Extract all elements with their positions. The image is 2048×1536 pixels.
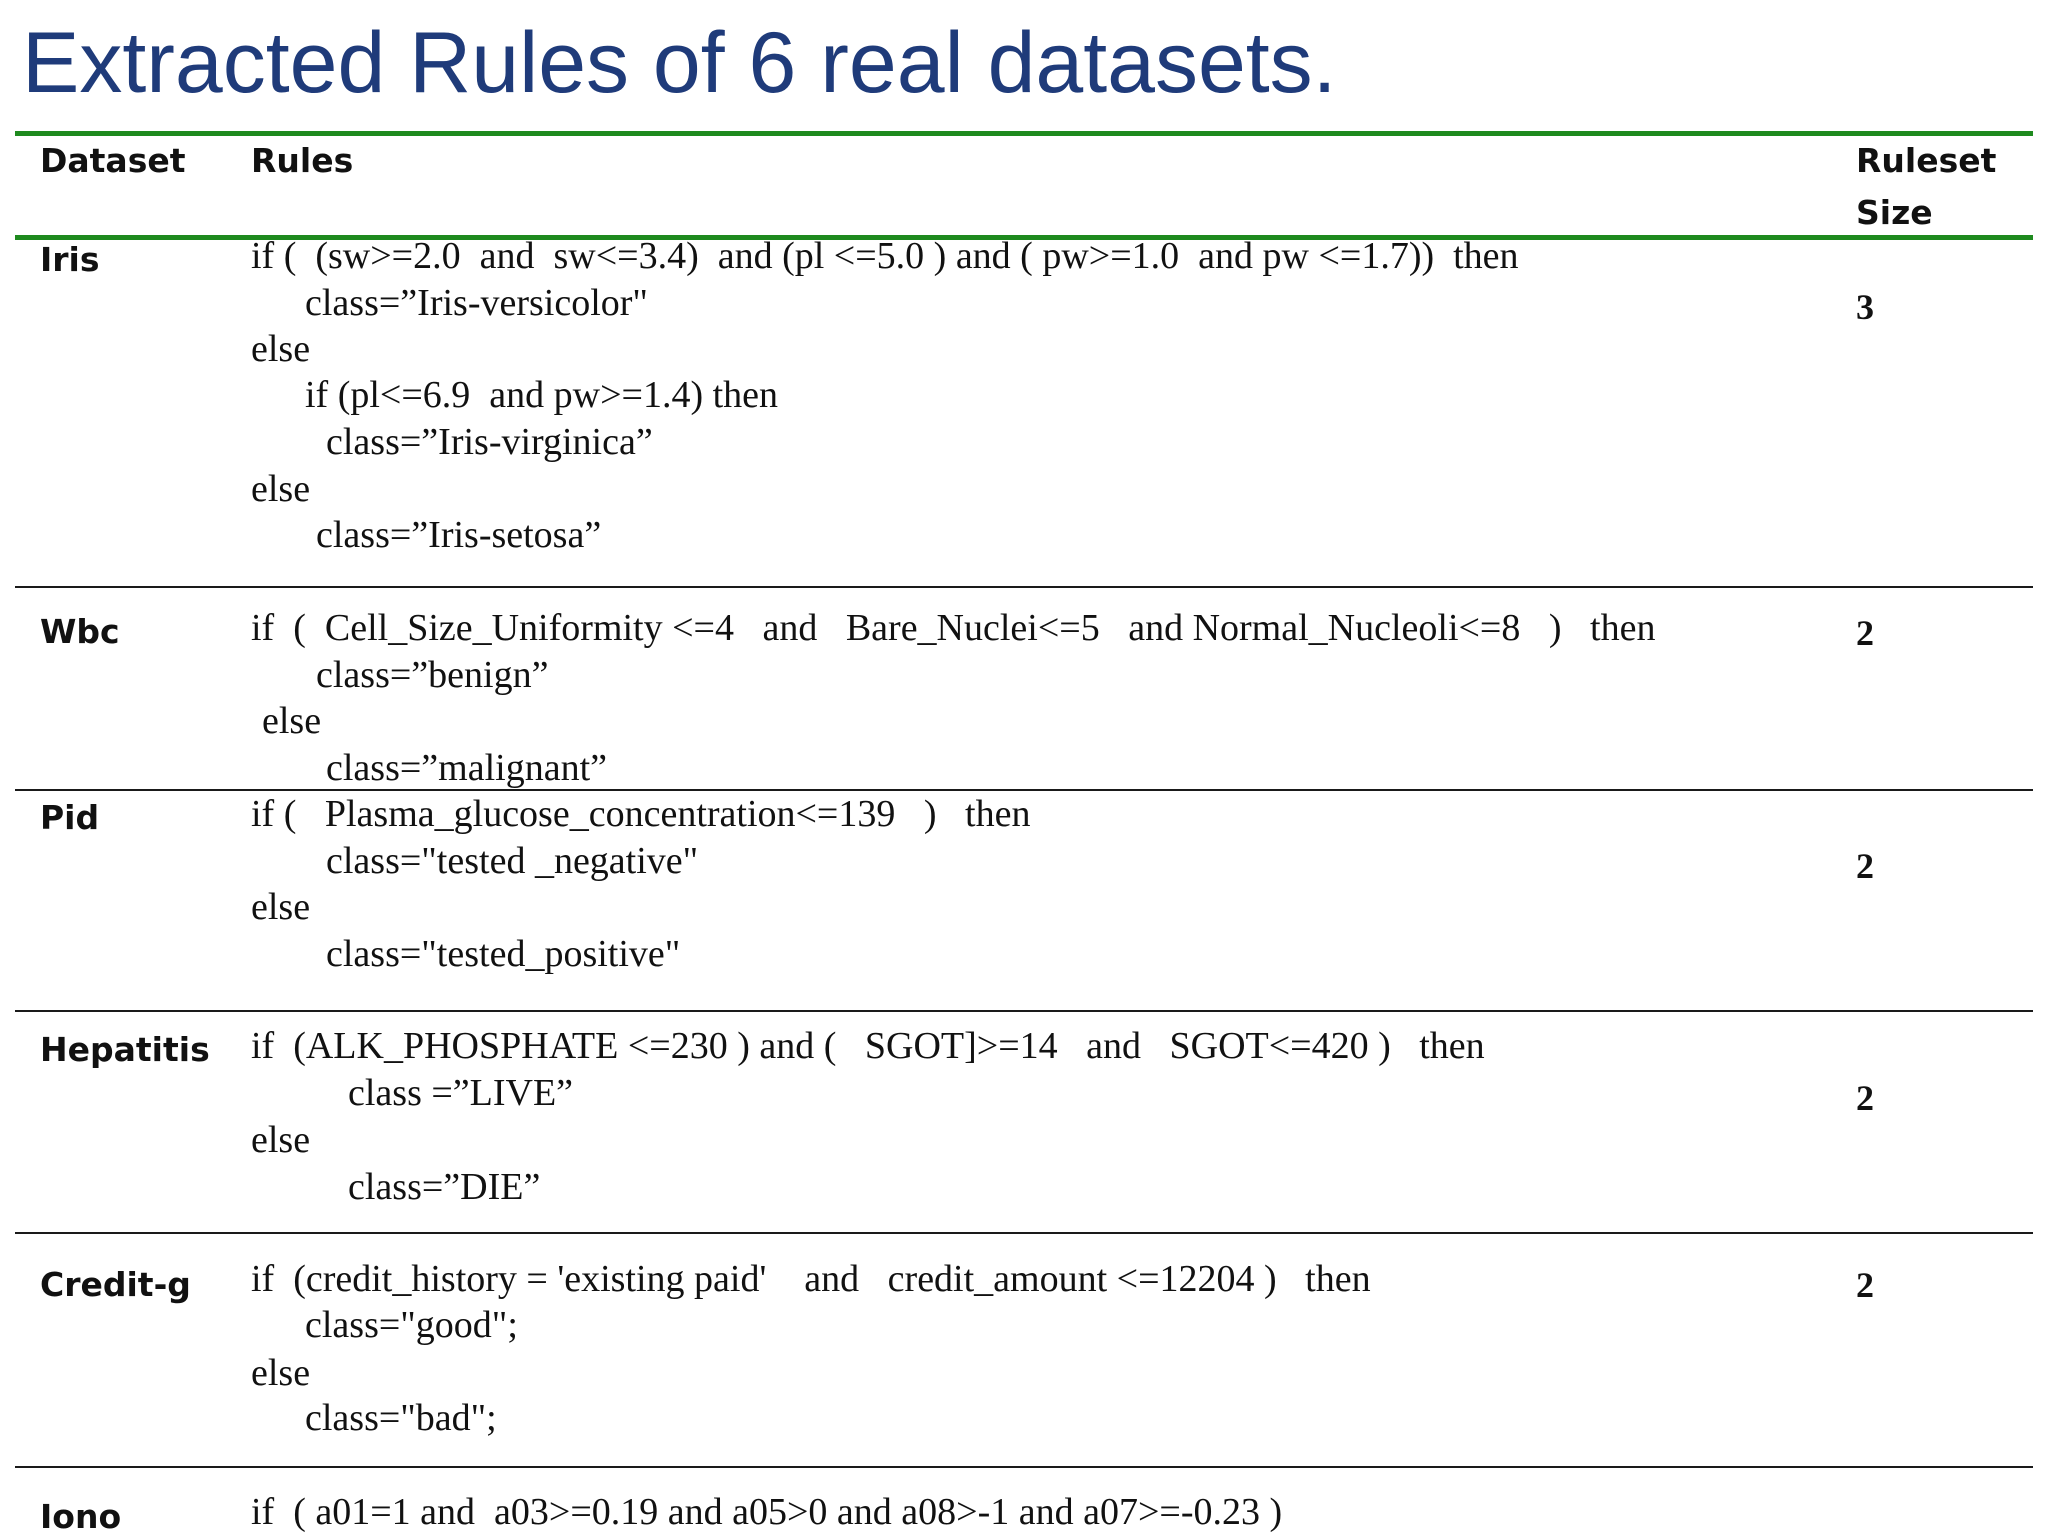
rule-line: if ( (sw>=2.0 and sw<=3.4) and (pl <=5.0…	[251, 235, 1519, 277]
rule-line: class=”benign”	[316, 654, 549, 696]
slide-title: Extracted Rules of 6 real datasets.	[22, 15, 1337, 111]
rule-line: class="good";	[305, 1304, 518, 1346]
rule-line: class="tested _negative"	[326, 840, 699, 882]
rule-line: else	[262, 700, 322, 742]
dataset-name-hepatitis: Hepatitis	[40, 1030, 210, 1069]
rule-line: class=”Iris-versicolor"	[305, 282, 648, 324]
header-ruleset-size-line2: Size	[1856, 193, 1933, 232]
rule-line: else	[251, 1119, 311, 1161]
row-divider	[15, 586, 2033, 588]
ruleset-size-pid: 2	[1856, 846, 1874, 886]
row-divider	[15, 1466, 2033, 1468]
rule-line: else	[251, 328, 311, 370]
header-dataset: Dataset	[40, 141, 186, 180]
dataset-name-pid: Pid	[40, 798, 100, 837]
row-divider	[15, 789, 2033, 791]
row-divider	[15, 1232, 2033, 1234]
rule-line: else	[251, 886, 311, 928]
ruleset-size-credit-g: 2	[1856, 1265, 1874, 1305]
rule-line: if (credit_history = 'existing paid' and…	[251, 1258, 1371, 1300]
dataset-name-wbc: Wbc	[40, 612, 120, 651]
ruleset-size-wbc: 2	[1856, 613, 1874, 653]
rule-line: if (pl<=6.9 and pw>=1.4) then	[305, 374, 779, 416]
rule-line: if (ALK_PHOSPHATE <=230 ) and ( SGOT]>=1…	[251, 1025, 1485, 1067]
rule-line: else	[251, 468, 311, 510]
ruleset-size-hepatitis: 2	[1856, 1078, 1874, 1118]
rule-line: class="bad";	[305, 1397, 497, 1439]
dataset-name-credit-g: Credit-g	[40, 1265, 191, 1304]
dataset-name-iris: Iris	[40, 240, 100, 279]
rule-line: class=”Iris-setosa”	[316, 514, 602, 556]
header-rules: Rules	[251, 141, 354, 180]
header-ruleset-size-line1: Ruleset	[1856, 141, 1997, 180]
rule-line: class="tested_positive"	[326, 933, 681, 975]
rule-line: class =”LIVE”	[348, 1072, 574, 1114]
header-bottom-rule	[15, 235, 2033, 240]
rule-line: else	[251, 1352, 311, 1394]
rule-line: if ( Plasma_glucose_concentration<=139 )…	[251, 793, 1031, 835]
rule-line: class=”DIE”	[348, 1166, 541, 1208]
row-divider	[15, 1010, 2033, 1012]
header-top-rule	[15, 131, 2033, 136]
ruleset-size-iris: 3	[1856, 287, 1874, 327]
rule-line: if ( a01=1 and a03>=0.19 and a05>0 and a…	[251, 1491, 1283, 1533]
rule-line: class=”malignant”	[326, 747, 607, 789]
rule-line: if ( Cell_Size_Uniformity <=4 and Bare_N…	[251, 607, 1656, 649]
rule-line: class=”Iris-virginica”	[326, 421, 653, 463]
dataset-name-iono: Iono	[40, 1497, 122, 1536]
